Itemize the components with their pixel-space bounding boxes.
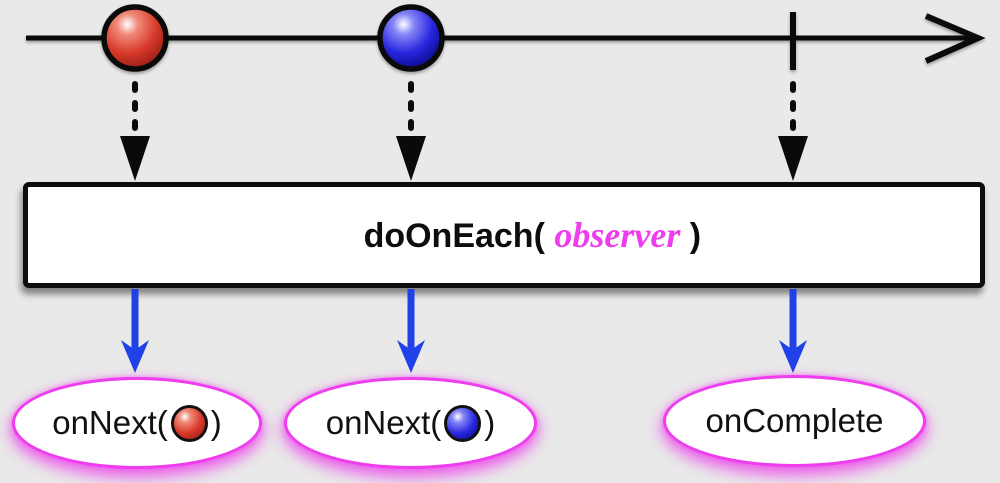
blue-arrow-oncomplete <box>779 289 807 373</box>
operator-label: doOnEach( observer ) <box>307 175 702 295</box>
blue-marble-icon <box>377 4 445 72</box>
operator-box: doOnEach( observer ) <box>23 182 985 288</box>
operator-label-suffix: ) <box>680 217 702 255</box>
red-marble-icon <box>101 4 169 72</box>
arrowhead-icon <box>397 340 425 373</box>
callout-text-suffix: ) <box>210 404 222 441</box>
timeline-arrowhead-icon <box>924 13 986 64</box>
operator-label-prefix: doOnEach( <box>363 217 555 255</box>
dashed-arrow-red <box>120 81 150 181</box>
callout-onnext-blue: onNext() <box>284 377 537 469</box>
arrowhead-icon <box>778 136 808 181</box>
callout-text: onComplete <box>705 402 884 439</box>
dashed-arrow-blue <box>396 81 426 181</box>
callout-text-prefix: onNext( <box>52 404 168 441</box>
blue-marble-icon <box>444 404 482 442</box>
callout-text-suffix: ) <box>484 404 496 441</box>
dashed-arrow-complete <box>778 81 808 181</box>
callout-text-prefix: onNext( <box>325 404 442 441</box>
red-marble-icon <box>170 404 208 442</box>
arrowhead-icon <box>120 136 150 181</box>
blue-arrow-onnext-red <box>121 289 149 373</box>
blue-arrow-onnext-blue <box>397 289 425 373</box>
arrowhead-icon <box>779 340 807 373</box>
arrowhead-icon <box>121 340 149 373</box>
callout-onnext-red: onNext() <box>12 377 262 469</box>
operator-param: observer <box>554 215 681 255</box>
callout-oncomplete: onComplete <box>663 375 926 467</box>
